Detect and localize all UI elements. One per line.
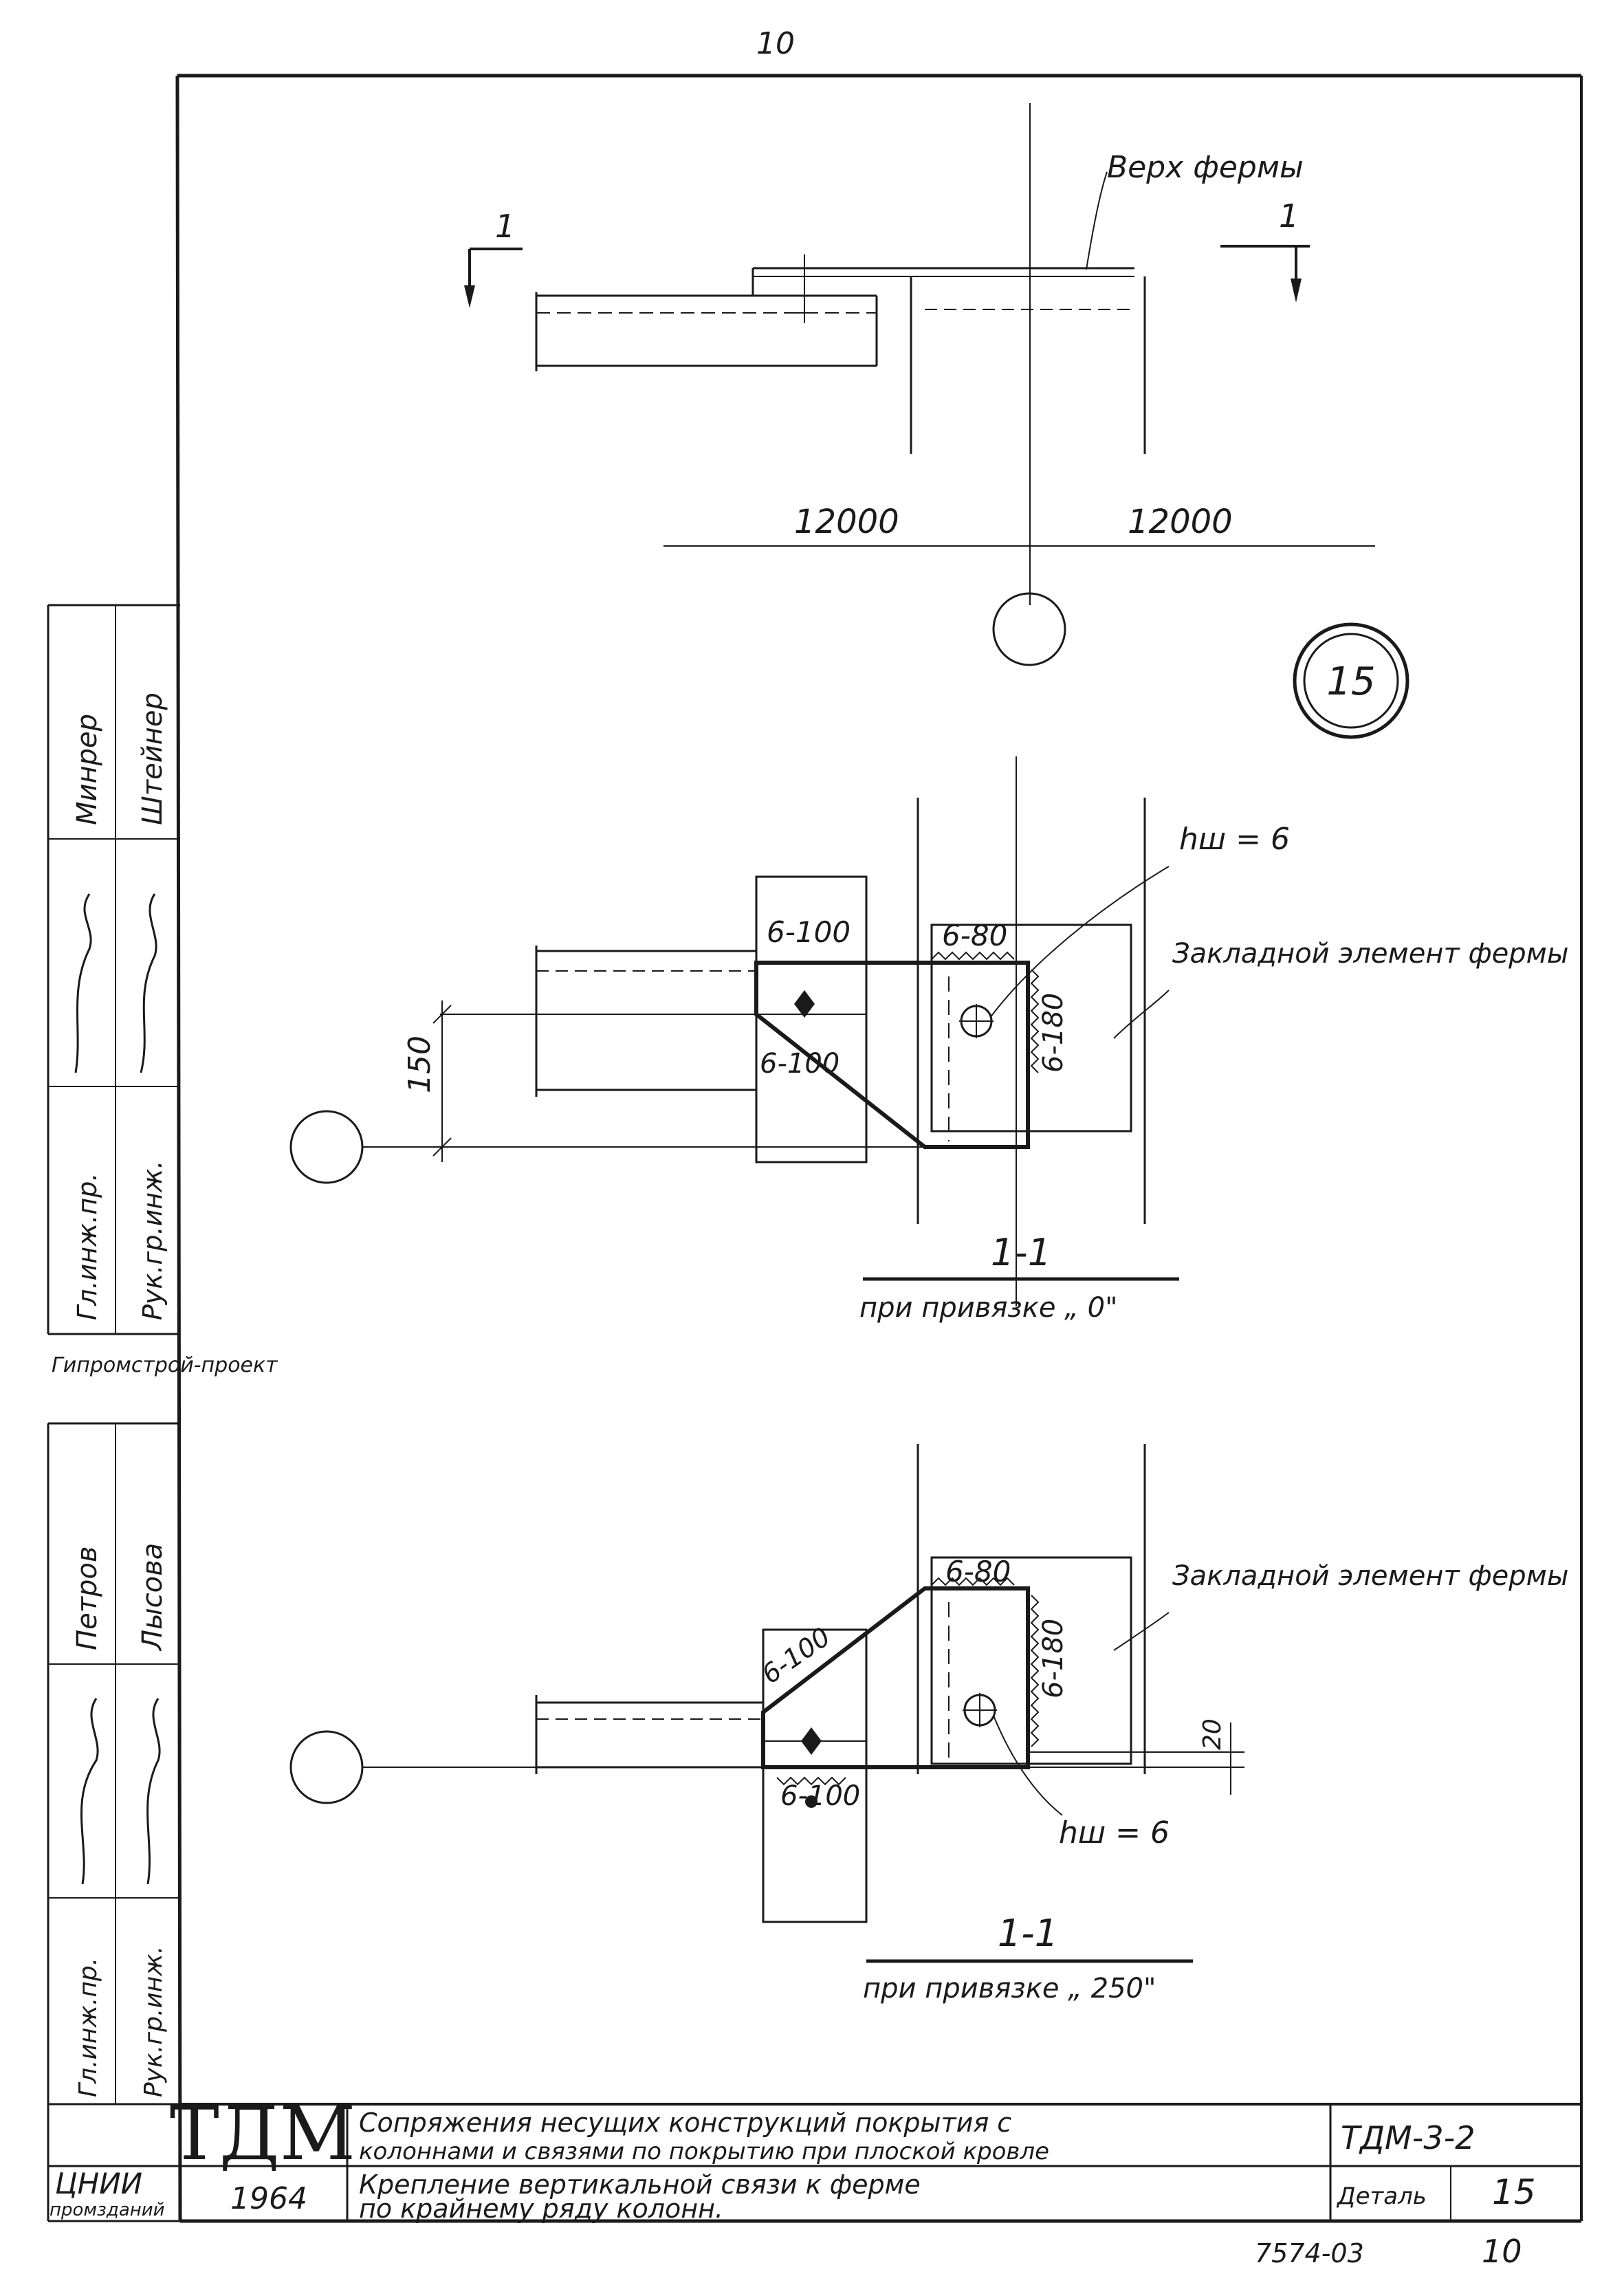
stamp-role-3: Гл.инж.пр. [74, 1958, 102, 2097]
section-mark-left: 1 [495, 208, 515, 245]
section-mark-right: 1 [1279, 197, 1299, 234]
year: 1964 [230, 2181, 307, 2216]
weld-vertical-b: 6-180 [1038, 1619, 1069, 1698]
sheet-frame [175, 74, 1583, 2223]
weld-diagonal: 6-100 [760, 1048, 840, 1080]
org-name: ЦНИИ [55, 2167, 142, 2200]
detail-mark-number: 15 [1326, 659, 1375, 704]
callout-embedded-b: Закладной элемент фермы [1172, 1560, 1568, 1592]
weld-top-left: 6-100 [767, 915, 851, 949]
sheet-number-bottom: 10 [1482, 2233, 1522, 2270]
title-line-1: Сопряжения несущих конструкций покрытия … [359, 2108, 1011, 2138]
archive-code: 7574-03 [1255, 2238, 1364, 2268]
title-line-2: колоннами и связями по покрытию при плос… [359, 2138, 1049, 2165]
callout-embedded: Закладной элемент фермы [1172, 938, 1568, 970]
caption-b-title: 1-1 [998, 1912, 1058, 1955]
stamp-name-1: Минрер [72, 714, 103, 825]
signature-1 [74, 893, 92, 1073]
series-mark: ТДМ [170, 2091, 355, 2177]
weld-top-right: 6-80 [942, 919, 1007, 952]
sub-line-1: Крепление вертикальной связи к ферме [359, 2169, 921, 2200]
detail-mark: 15 [1293, 622, 1409, 739]
signature-2 [140, 893, 157, 1073]
stamp-role-1: Гл.инж.пр. [72, 1173, 102, 1320]
dimension-150: 150 [402, 1036, 437, 1093]
stamp-role-2: Рук.гр.инж. [138, 1161, 168, 1320]
detail-label: Деталь [1336, 2183, 1427, 2210]
weld-diagonal-b: 6-100 [756, 1621, 836, 1690]
caption-a-sub: при привязке „ 0" [859, 1292, 1117, 1324]
sub-line-2: по крайнему ряду колонн. [359, 2194, 723, 2224]
doc-code: ТДМ-3-2 [1341, 2119, 1475, 2156]
side-stamp: Минрер Штейнер Гл.инж.пр. Рук.гр.инж. Ги… [47, 604, 278, 2106]
signature-4 [146, 1698, 161, 1885]
org-sub: промзданий [50, 2200, 165, 2220]
stamp-name-4: Лысова [137, 1543, 168, 1652]
dimension-20: 20 [1198, 1718, 1227, 1750]
weld-bottom-b: 6-100 [780, 1780, 860, 1812]
weld-leg: hш = 6 [1179, 822, 1290, 857]
top-view: 1 1 Верх фермы 12000 12000 [464, 103, 1375, 666]
page-number: 10 [756, 26, 795, 61]
section-a: 150 6-100 6-80 6-100 6-180 hш = 6 Заклад… [289, 756, 1568, 1324]
weld-vertical: 6-180 [1038, 993, 1069, 1073]
span-right: 12000 [1128, 503, 1233, 541]
detail-value: 15 [1492, 2172, 1536, 2212]
caption-b-sub: при привязке „ 250" [863, 1973, 1156, 2004]
callout-top-of-truss: Верх фермы [1107, 150, 1304, 185]
section-b: 20 6-80 6-100 6-180 6-100 hш = 6 Закладн… [289, 1444, 1568, 2004]
caption-a-title: 1-1 [991, 1231, 1051, 1274]
weld-leg-b: hш = 6 [1059, 1815, 1170, 1850]
stamp-name-3: Петров [72, 1546, 103, 1650]
stamp-org: Гипромстрой-проект [52, 1353, 278, 1377]
stamp-name-2: Штейнер [137, 692, 168, 825]
stamp-role-4: Рук.гр.инж. [140, 1946, 168, 2097]
weld-top-right-b: 6-80 [945, 1555, 1011, 1588]
title-block: ТДМ 1964 ЦНИИ промзданий Сопряжения несу… [47, 2091, 1581, 2270]
signature-3 [80, 1698, 99, 1885]
span-left: 12000 [794, 503, 899, 541]
